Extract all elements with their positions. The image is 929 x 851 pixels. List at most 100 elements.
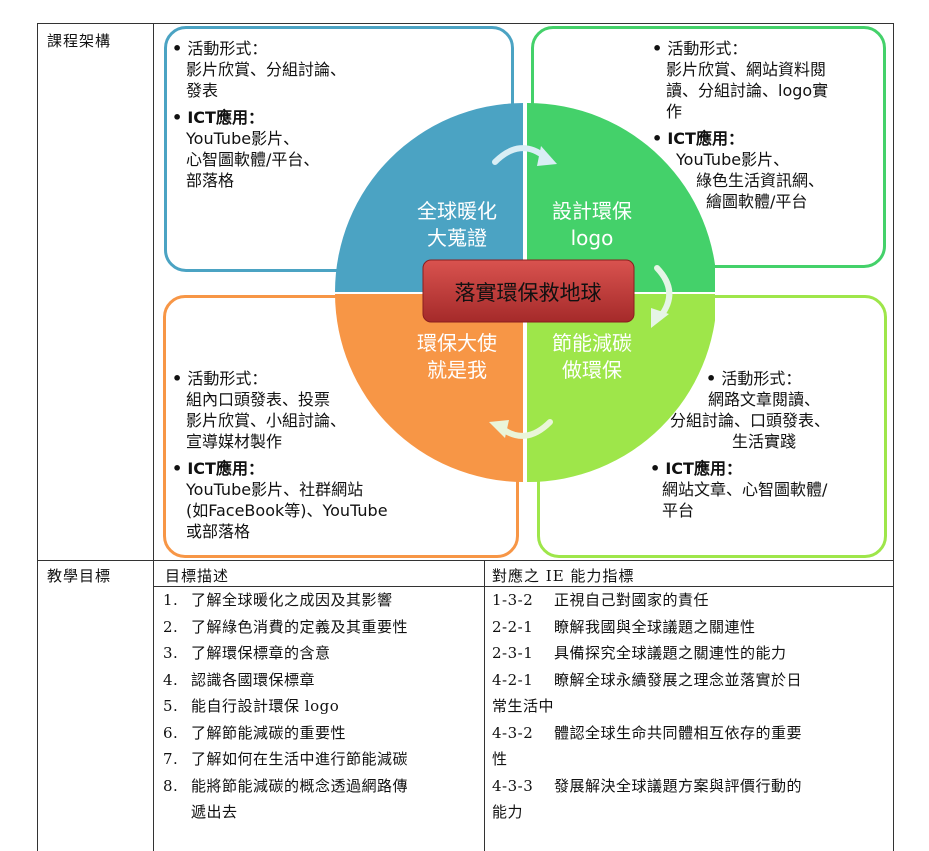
box-tr-activity-line: 讀、分組討論、logo實 bbox=[666, 81, 829, 100]
box-tr-activity-line: 作 bbox=[666, 102, 683, 121]
goal-column-divider bbox=[484, 560, 485, 851]
goals-list: 1. 了解全球暖化之成因及其影響 2.了解綠色消費的定義及其重要性 3. 了解環保標章的… bbox=[163, 587, 408, 826]
quadrant-tr-line1: 設計環保 bbox=[552, 199, 632, 223]
goal-item: 2.了解綠色消費的定義及其重要性 bbox=[163, 614, 408, 641]
goal-item: 3. 了解環保標章的含意 bbox=[163, 640, 408, 667]
quadrant-bl-line2: 就是我 bbox=[427, 358, 487, 382]
goal-number: 7. bbox=[163, 750, 179, 768]
goal-item: 6. 了解節能減碳的重要性 bbox=[163, 720, 408, 747]
goal-number: 3. bbox=[163, 644, 179, 662]
box-br-activity-line: 分組討論、口頭發表、 bbox=[670, 411, 831, 430]
box-bl-ict-line: YouTube影片、社群網站 bbox=[186, 480, 364, 499]
indicator-text: 瞭解我國與全球議題之關連性 bbox=[554, 617, 756, 636]
indicator-text: 體認全球生命共同體相互依存的重要 bbox=[554, 723, 803, 742]
quadrant-tr-line2: logo bbox=[571, 226, 614, 250]
quadrant-br-line2: 做環保 bbox=[562, 358, 622, 382]
row-divider bbox=[37, 560, 894, 561]
quadrant-tl-line1: 全球暖化 bbox=[417, 199, 497, 223]
goal-item: 5.能自行設計環保 logo bbox=[163, 693, 408, 720]
goal-text: 了解環保標章的含意 bbox=[191, 644, 331, 662]
ie-indicator-header: 對應之 IE 能力指標 bbox=[492, 567, 635, 585]
box-tr-ict-head: • ICT應用： bbox=[652, 129, 744, 148]
box-bl-ict-head: • ICT應用： bbox=[172, 459, 264, 478]
quadrant-top-left bbox=[335, 103, 523, 292]
indicator-text: 性 bbox=[492, 750, 508, 768]
quadrant-br-line1: 節能減碳 bbox=[552, 331, 632, 355]
indicator-item: 4-2-1 瞭解全球永續發展之理念並落實於日 bbox=[492, 667, 802, 694]
goal-number: 1. bbox=[163, 591, 179, 609]
box-tl-activity-line: 影片欣賞、分組討論、 bbox=[186, 60, 347, 79]
box-tr-ict-line: YouTube影片、 bbox=[676, 150, 790, 169]
indicator-text: 常生活中 bbox=[492, 697, 555, 715]
goal-text: 了解全球暖化之成因及其影響 bbox=[191, 591, 393, 609]
goal-text: 遞出去 bbox=[191, 803, 238, 821]
indicator-item: 能力 bbox=[492, 799, 802, 826]
box-tl-activity-line: 發表 bbox=[186, 81, 219, 100]
cycle-arrow-bottom-head bbox=[489, 420, 509, 438]
box-tr-ict-line: 繪圖軟體/平台 bbox=[706, 192, 808, 211]
goal-number: 8. bbox=[163, 776, 179, 795]
goal-text: 認識各國環保標章 bbox=[191, 670, 316, 689]
box-tr-text: • 活動形式： 影片欣賞、網站資料閱 讀、分組討論、logo實 作 • ICT應… bbox=[652, 38, 828, 212]
indicator-item: 常生活中 bbox=[492, 693, 802, 720]
box-br-ict-line: 平台 bbox=[662, 501, 695, 520]
indicator-text: 瞭解全球永續發展之理念並落實於日 bbox=[554, 670, 803, 689]
box-bl-text: • 活動形式： 組內口頭發表、投票 影片欣賞、小組討論、 宣導媒材製作 • IC… bbox=[172, 368, 388, 542]
goal-text: 能自行設計環保 logo bbox=[191, 697, 340, 715]
box-bl-activity-line: 宣導媒材製作 bbox=[186, 432, 283, 451]
box-br-activity-head: • 活動形式： bbox=[706, 369, 802, 388]
goal-number: 4. bbox=[163, 670, 179, 689]
quadrant-bottom-left bbox=[335, 294, 523, 482]
indicator-item: 4-3-3 發展解決全球議題方案與評價行動的 bbox=[492, 773, 802, 800]
indicator-text: 能力 bbox=[492, 803, 524, 821]
indicator-code: 2-2-1 bbox=[492, 617, 534, 636]
indicator-code: 1-3-2 bbox=[492, 591, 534, 609]
quadrant-bl-line1: 環保大使 bbox=[417, 331, 497, 355]
teaching-goals-label: 教學目標 bbox=[47, 567, 112, 585]
box-br-ict-head: • ICT應用： bbox=[650, 459, 742, 478]
box-br-activity-line: 網路文章閱讀、 bbox=[708, 390, 821, 409]
box-tl-ict-line: 部落格 bbox=[186, 171, 235, 190]
table-top-border bbox=[37, 23, 894, 24]
cycle-arrow-top-head bbox=[537, 146, 557, 166]
box-br-ict-line: 網站文章、心智圖軟體/ bbox=[662, 480, 828, 499]
indicator-code: 4-3-2 bbox=[492, 723, 534, 742]
quadrant-top-right bbox=[527, 102, 715, 292]
goal-description-header: 目標描述 bbox=[165, 567, 230, 585]
box-bl-ict-line: (如FaceBook等)、YouTube bbox=[186, 501, 388, 520]
box-bl-activity-line: 影片欣賞、小組討論、 bbox=[186, 411, 347, 430]
goal-item: 8. 能將節能減碳的概念透過網路傳 bbox=[163, 773, 408, 800]
indicator-text: 具備探究全球議題之關連性的能力 bbox=[554, 644, 787, 662]
indicator-text: 發展解決全球議題方案與評價行動的 bbox=[554, 776, 803, 795]
box-bl-ict-line: 或部落格 bbox=[186, 522, 251, 541]
quadrant-bottom-right bbox=[527, 294, 715, 482]
subheader-divider bbox=[153, 586, 894, 587]
box-tr-activity-line: 影片欣賞、網站資料閱 bbox=[666, 60, 827, 79]
box-tl-ict-head: • ICT應用： bbox=[172, 108, 264, 127]
course-structure-label: 課程架構 bbox=[47, 32, 112, 50]
goal-number: 6. bbox=[163, 723, 179, 742]
goal-text: 能將節能減碳的概念透過網路傳 bbox=[191, 776, 409, 795]
center-label: 落實環保救地球 bbox=[455, 281, 602, 305]
box-bl-activity-head: • 活動形式： bbox=[172, 369, 268, 388]
box-br-activity-line: 生活實踐 bbox=[732, 432, 797, 451]
cycle-arrow-right-head bbox=[651, 308, 669, 328]
box-tr-ict-line: 綠色生活資訊網、 bbox=[696, 171, 825, 190]
cycle-diagram: 全球暖化 大蒐證 設計環保 logo 環保大使 就是我 節能減碳 做環保 落實環… bbox=[335, 102, 715, 482]
box-tl-ict-line: YouTube影片、 bbox=[186, 129, 300, 148]
label-column-divider bbox=[153, 23, 154, 851]
goal-text: 了解節能減碳的重要性 bbox=[191, 723, 347, 742]
indicator-item: 性 bbox=[492, 746, 802, 773]
table-left-border bbox=[37, 23, 38, 851]
indicator-code: 4-3-3 bbox=[492, 776, 534, 795]
goal-item: 遞出去 bbox=[163, 799, 408, 826]
box-tr-activity-head: • 活動形式： bbox=[652, 39, 748, 58]
indicator-item: 2-2-1 瞭解我國與全球議題之關連性 bbox=[492, 614, 802, 641]
indicator-code: 4-2-1 bbox=[492, 670, 534, 689]
box-tl-text: • 活動形式： 影片欣賞、分組討論、 發表 • ICT應用： YouTube影片… bbox=[172, 38, 346, 191]
goal-text: 了解綠色消費的定義及其重要性 bbox=[191, 617, 409, 636]
quadrant-tl-line2: 大蒐證 bbox=[427, 226, 487, 250]
